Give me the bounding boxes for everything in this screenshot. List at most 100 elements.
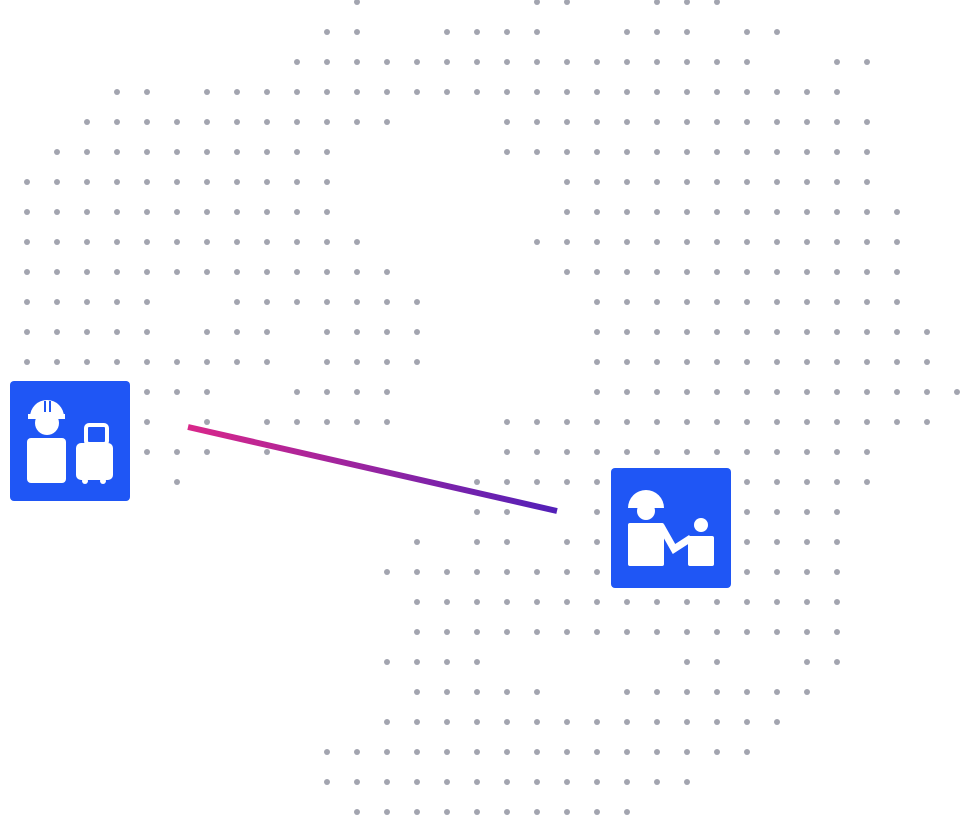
map-dot [294,59,300,65]
map-dot [684,299,690,305]
map-dot [534,689,540,695]
map-dot [834,179,840,185]
route-end-halo [554,505,572,523]
map-dot [744,359,750,365]
map-dot [204,209,210,215]
map-dot [414,599,420,605]
map-dot [594,269,600,275]
map-dot [564,119,570,125]
map-dot [714,239,720,245]
map-dot [594,299,600,305]
map-dots [24,0,960,815]
map-dot [684,779,690,785]
map-dot [594,719,600,725]
map-dot [564,239,570,245]
map-dot [774,149,780,155]
map-dot [354,359,360,365]
map-dot [654,389,660,395]
map-dot [414,299,420,305]
map-dot [114,329,120,335]
map-dot [804,599,810,605]
map-dot [144,239,150,245]
map-dot [504,689,510,695]
map-dot [744,239,750,245]
map-dot [114,299,120,305]
map-dot [834,449,840,455]
marker-worker-child[interactable] [611,468,731,588]
map-dot [834,119,840,125]
map-dot [774,509,780,515]
map-dot [744,449,750,455]
map-dot [744,719,750,725]
map-dot [714,149,720,155]
map-dot [834,209,840,215]
map-dot [804,209,810,215]
map-dot [684,659,690,665]
map-dot [564,479,570,485]
marker-worker-luggage[interactable] [10,381,130,501]
map-dot [804,239,810,245]
map-dot [324,149,330,155]
map-dot [204,419,210,425]
map-dot [864,449,870,455]
map-dot [114,149,120,155]
map-dot [294,119,300,125]
map-dot [324,269,330,275]
map-dot [894,209,900,215]
map-dot [324,329,330,335]
map-dot [264,119,270,125]
map-dot [384,329,390,335]
route-start-halo [171,416,189,434]
map-dot [624,449,630,455]
map-dot [354,779,360,785]
map-dot [774,359,780,365]
map-dot [624,359,630,365]
map-dot [294,299,300,305]
map-dot [714,0,720,5]
map-dot [534,449,540,455]
map-dot [804,479,810,485]
map-dot [804,299,810,305]
map-dot [864,209,870,215]
map-dot [114,239,120,245]
map-dot [174,449,180,455]
map-dot [264,89,270,95]
map-dot [204,149,210,155]
map-dot [594,209,600,215]
map-dot [654,719,660,725]
map-dot [804,359,810,365]
map-dot [444,29,450,35]
map-dot [834,239,840,245]
map-dot [744,29,750,35]
map-dot [354,389,360,395]
map-dot [294,209,300,215]
map-dot [564,269,570,275]
map-dot [444,59,450,65]
map-dot [504,59,510,65]
map-dot [84,329,90,335]
map-dot [84,359,90,365]
map-dot [624,209,630,215]
map-dot [594,749,600,755]
map-dot [174,389,180,395]
map-dot [774,299,780,305]
map-dot [114,269,120,275]
map-dot [504,629,510,635]
map-dot [624,719,630,725]
map-dot [864,239,870,245]
map-dot [774,599,780,605]
map-dot [804,89,810,95]
map-dot [744,149,750,155]
map-dot [294,89,300,95]
map-dot [594,59,600,65]
map-dot [594,239,600,245]
map-dot [384,749,390,755]
map-dot [234,119,240,125]
map-dot [684,89,690,95]
map-dot [924,359,930,365]
map-dot [504,539,510,545]
map-dot [414,539,420,545]
map-dot [894,239,900,245]
map-dot [774,389,780,395]
map-dot [774,209,780,215]
